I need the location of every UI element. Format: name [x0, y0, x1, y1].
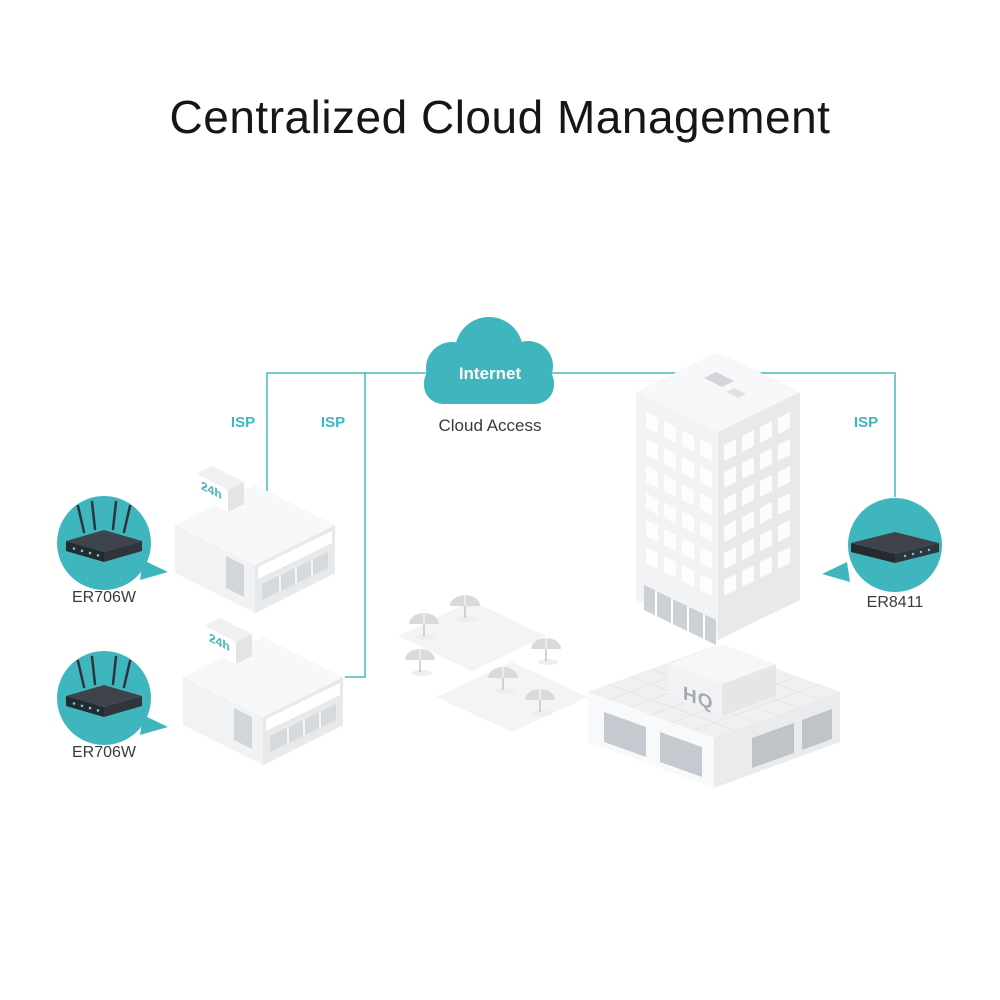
connection-line-right [545, 372, 896, 497]
store-building-1: 24h [174, 465, 336, 614]
hq-podium: HQ [588, 644, 840, 788]
roof-vent [704, 372, 734, 387]
umbrella-icon [530, 637, 562, 666]
router-er8411-icon [851, 532, 939, 563]
internet-label: Internet [458, 364, 522, 383]
store-building-2: 24h [182, 617, 344, 766]
hq-tower [636, 352, 800, 645]
isp-label-3: ISP [853, 414, 879, 431]
page-title: Centralized Cloud Management [169, 91, 831, 143]
podium-opening [802, 709, 832, 750]
router-er706w-icon [66, 655, 142, 717]
ground-plaza [398, 594, 588, 732]
isp-label-2: ISP [320, 414, 346, 431]
podium-opening [660, 732, 702, 777]
device-bubble-er8411 [822, 498, 942, 592]
device-bubble-er706w-2 [57, 651, 168, 745]
cloud-icon [424, 317, 554, 404]
cloud-access-label: Cloud Access [438, 416, 542, 435]
tower-entrance [644, 585, 716, 645]
umbrella-icon [404, 648, 436, 677]
isp-label-1: ISP [230, 414, 256, 431]
device-label-er706w-1: ER706W [71, 589, 137, 606]
connection-line-left [266, 372, 440, 495]
router-er706w-icon [66, 500, 142, 562]
tower-roof [636, 352, 800, 432]
podium-opening [752, 723, 794, 768]
device-label-er8411: ER8411 [866, 594, 924, 611]
connection-lines [266, 372, 896, 678]
tower-right-face [718, 392, 800, 640]
connection-line-middle [345, 373, 366, 678]
roof-vent [726, 388, 746, 398]
device-bubble-er706w-1 [57, 496, 168, 590]
podium-opening [604, 712, 646, 757]
device-label-er706w-2: ER706W [71, 744, 137, 761]
